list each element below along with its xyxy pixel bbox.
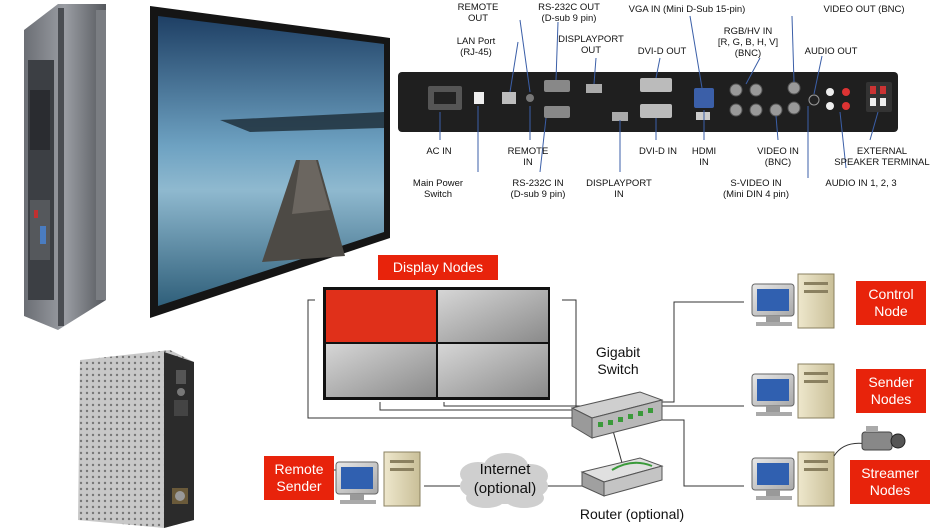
label-s-video-in: S-VIDEO IN (Mini DIN 4 pin) bbox=[723, 178, 789, 200]
router-device-icon bbox=[580, 457, 664, 497]
label-lan-port: LAN Port (RJ-45) bbox=[456, 36, 496, 58]
display-nodes-label: Display Nodes bbox=[378, 255, 498, 280]
label-video-in: VIDEO IN (BNC) bbox=[757, 146, 799, 168]
network-cables bbox=[307, 299, 744, 487]
streamer-node-computer-icon bbox=[751, 451, 835, 507]
label-audio-out: AUDIO OUT bbox=[804, 46, 858, 57]
gigabit-switch-label: Gigabit Switch bbox=[595, 344, 641, 377]
label-dvi-d-in: DVI-D IN bbox=[639, 146, 677, 157]
label-external-speaker-terminal: EXTERNAL SPEAKER TERMINAL bbox=[834, 146, 930, 168]
label-video-out: VIDEO OUT (BNC) bbox=[823, 4, 905, 15]
control-node-computer-icon bbox=[751, 273, 835, 329]
sender-nodes-label: Sender Nodes bbox=[856, 369, 926, 413]
label-rs232c-in: RS-232C IN (D-sub 9 pin) bbox=[510, 178, 566, 200]
label-rgb-hv-in: RGB/HV IN [R, G, B, H, V] (BNC) bbox=[717, 26, 779, 59]
label-main-power-switch: Main Power Switch bbox=[412, 178, 464, 200]
label-displayport-out: DISPLAYPORT OUT bbox=[558, 34, 624, 56]
rear-panel-photo bbox=[398, 72, 898, 132]
interface-card-photo bbox=[78, 350, 194, 528]
streamer-nodes-label: Streamer Nodes bbox=[850, 460, 930, 504]
label-rs232c-out: RS-232C OUT (D-sub 9 pin) bbox=[538, 2, 600, 24]
label-hdmi-in: HDMI IN bbox=[691, 146, 717, 168]
control-node-label: Control Node bbox=[856, 281, 926, 325]
label-remote-out: REMOTE OUT bbox=[457, 2, 499, 24]
remote-sender-label: Remote Sender bbox=[264, 456, 334, 500]
label-ac-in: AC IN bbox=[426, 146, 452, 157]
internet-cloud-icon bbox=[460, 453, 548, 508]
internet-label: Internet (optional) bbox=[473, 461, 537, 497]
label-displayport-in: DISPLAYPORT IN bbox=[586, 178, 652, 200]
remote-sender-computer-icon bbox=[335, 451, 421, 507]
sender-node-computer-icon bbox=[751, 363, 835, 419]
display-wall bbox=[323, 287, 550, 400]
label-audio-in: AUDIO IN 1, 2, 3 bbox=[825, 178, 897, 189]
rear-panel-leader-lines bbox=[439, 15, 879, 178]
switch-device-icon bbox=[570, 391, 664, 439]
display-tile-highlighted bbox=[326, 290, 436, 342]
monitor-front-photo bbox=[150, 6, 390, 318]
display-tile bbox=[438, 344, 548, 397]
router-label: Router (optional) bbox=[579, 506, 685, 522]
display-tile bbox=[326, 344, 436, 397]
label-dvi-d-out: DVI-D OUT bbox=[637, 46, 687, 57]
display-tile bbox=[438, 290, 548, 342]
video-camera-icon bbox=[833, 426, 906, 457]
label-vga-in: VGA IN (Mini D-Sub 15-pin) bbox=[628, 4, 746, 15]
monitor-side-photo bbox=[24, 4, 106, 330]
label-remote-in: REMOTE IN bbox=[507, 146, 549, 168]
